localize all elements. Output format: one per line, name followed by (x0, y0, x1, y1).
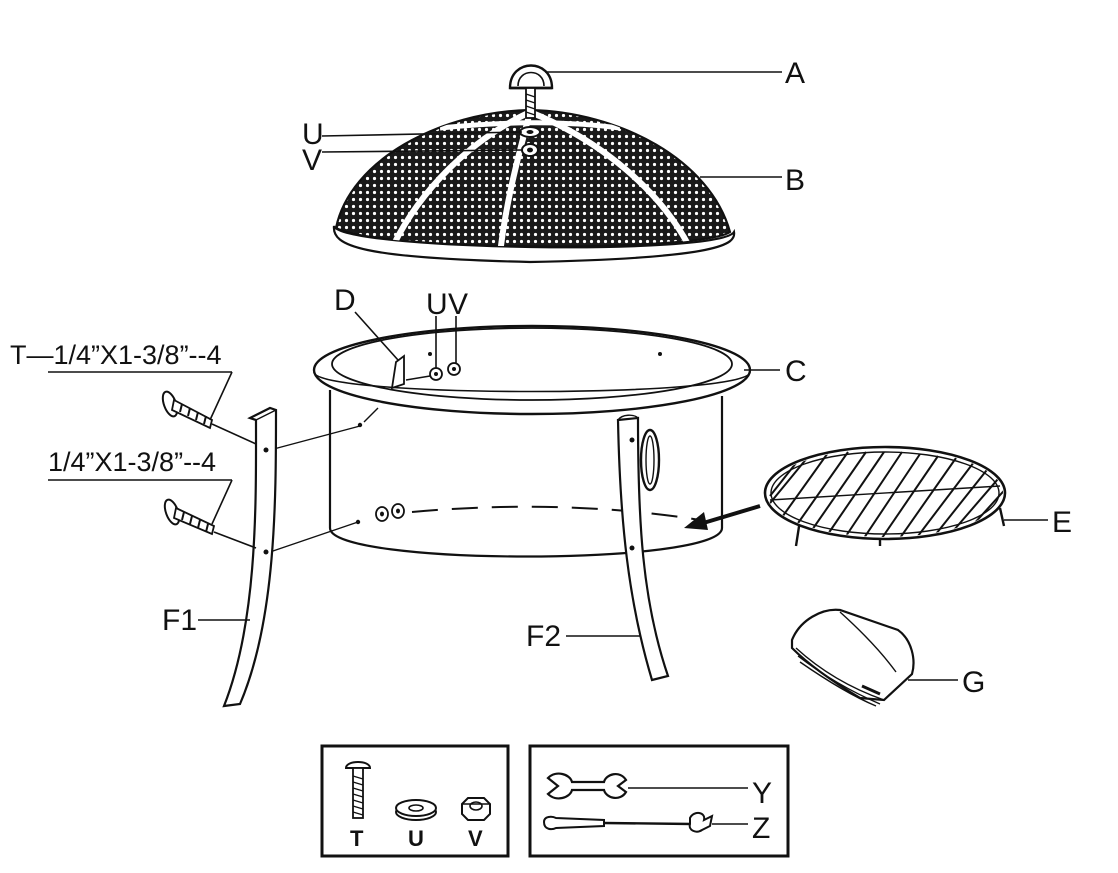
washer-icon (395, 799, 437, 821)
label-u-bowl: U (426, 288, 448, 321)
hex-nut-icon (461, 797, 491, 821)
label-v-dome: V (302, 144, 322, 177)
cooking-grill (763, 445, 1007, 547)
label-e: E (1052, 506, 1072, 539)
label-d: D (334, 284, 356, 317)
dome-handle (508, 64, 554, 119)
spark-screen-dome (332, 108, 736, 264)
bolt-upper (161, 390, 214, 430)
label-b: B (785, 164, 805, 197)
label-f1: F1 (162, 604, 197, 637)
leg-f1 (222, 406, 278, 708)
label-u-dome: U (302, 118, 324, 151)
carriage-bolt-icon (344, 761, 372, 819)
label-v-bowl: V (448, 288, 468, 321)
poker-tool-icon (542, 812, 714, 833)
wrench-icon (546, 772, 628, 800)
label-g: G (962, 666, 985, 699)
fire-pit-cover (790, 608, 915, 707)
tool-label-z: Z (752, 812, 770, 845)
hardware-box: T U V (320, 744, 510, 858)
tool-label-y: Y (752, 777, 772, 810)
bolt-spec-upper: T—1/4”X1-3/8”--4 (10, 340, 222, 370)
bolt-lower (163, 498, 216, 536)
tools-box: Y Z (528, 744, 790, 858)
bolt-spec-lower: 1/4”X1-3/8”--4 (48, 447, 216, 477)
leg-f2 (616, 414, 670, 682)
hardware-label-u: U (408, 826, 424, 851)
label-c: C (785, 355, 807, 388)
hardware-label-t: T (350, 826, 364, 851)
label-f2: F2 (526, 620, 561, 653)
label-a: A (785, 57, 805, 90)
hardware-label-v: V (468, 826, 483, 851)
fire-bowl (269, 324, 761, 558)
